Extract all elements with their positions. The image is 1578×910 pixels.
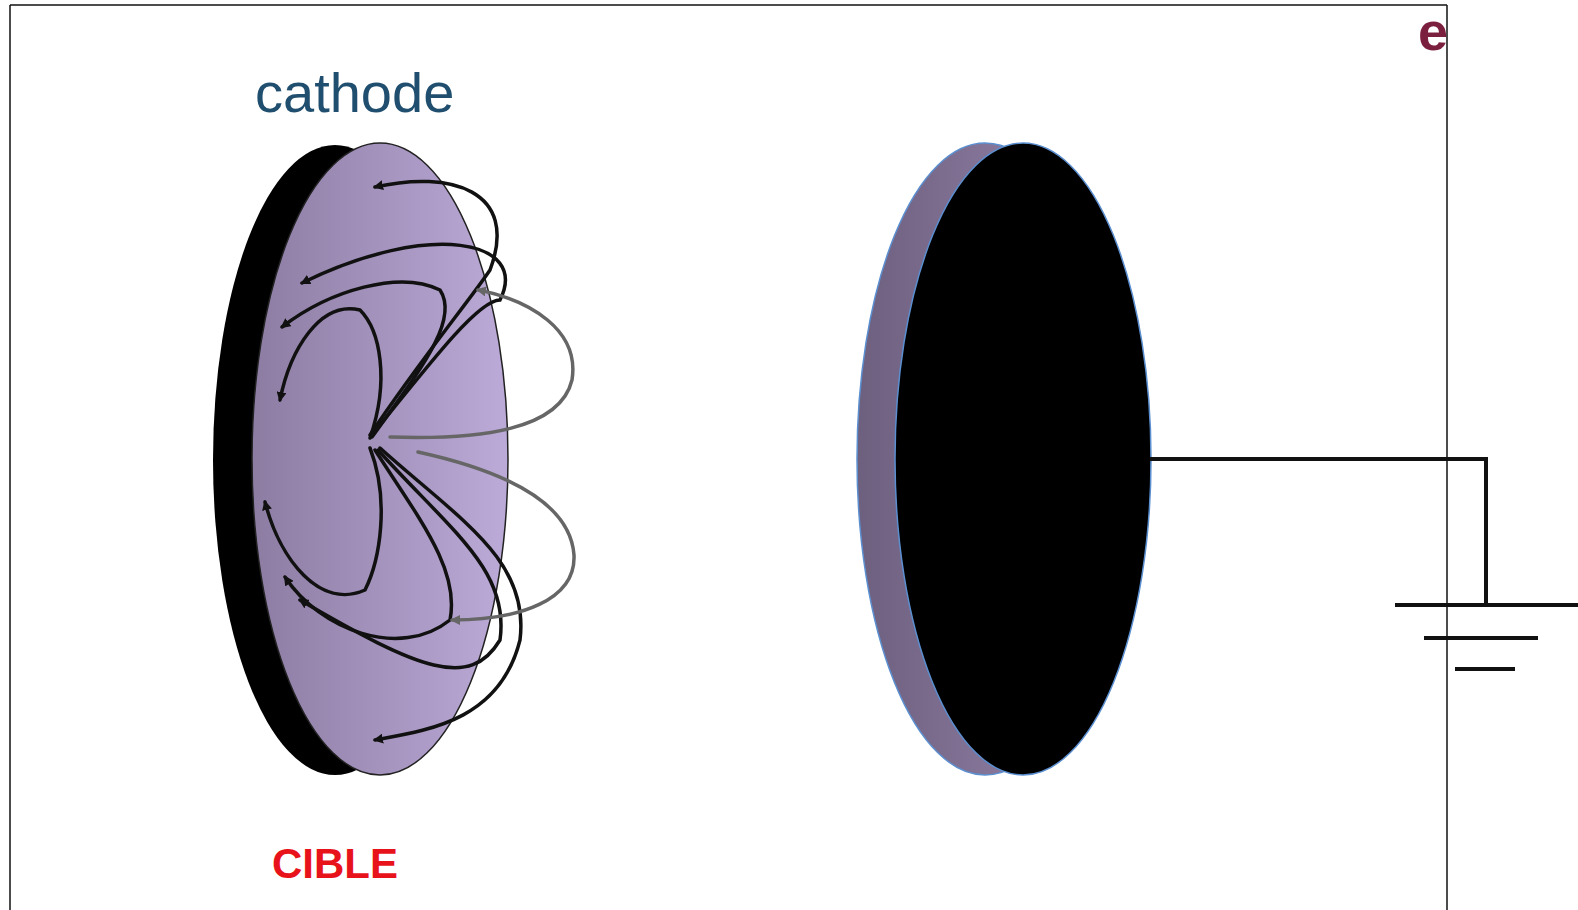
target-cathode <box>213 143 508 775</box>
magnetic-field-lines-outer <box>390 290 574 620</box>
magnetic-field-lines <box>265 181 521 740</box>
target-label: CIBLE <box>272 843 398 885</box>
ground-symbol <box>1150 459 1578 669</box>
corner-letter: e <box>1418 4 1448 58</box>
grounded-electrode <box>857 143 1151 775</box>
cathode-label: cathode <box>255 65 454 121</box>
